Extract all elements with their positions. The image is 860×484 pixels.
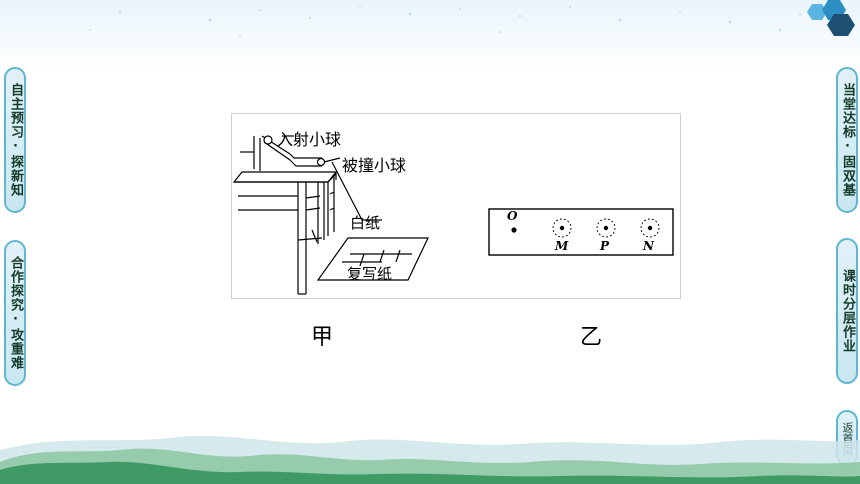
table-top [232,171,338,183]
point-n-label: N [643,239,654,253]
target-ball-label: 被撞小球 [342,156,407,175]
nav-tab-practice[interactable]: 当堂达标·固双基 [836,67,858,213]
paper-sheet [316,237,429,281]
point-n-circle [640,218,660,238]
header-band [0,0,860,70]
incident-ball-label: 入射小球 [277,130,342,149]
landscape-decoration [0,435,860,484]
figure-yi-caption: 乙 [580,325,603,350]
incident-ball-icon [263,135,273,145]
target-ball-icon [316,157,326,167]
point-m-label: M [555,239,569,253]
carbon-paper-label: 复写纸 [347,265,393,283]
point-o-label: O [507,209,518,223]
nav-tab-explore[interactable]: 合作探究·攻重难 [4,240,26,386]
nav-tab-preview[interactable]: 自主预习·探新知 [4,67,26,213]
point-p-label: P [600,239,610,253]
nav-tab-preview-label: 自主预习·探新知 [8,83,23,197]
landing-strip [488,208,674,256]
hexagon-logo-icon [807,0,855,36]
point-p-circle [596,218,616,238]
point-o-mark [511,227,517,233]
figure-jia-caption: 甲 [311,325,334,350]
apparatus-drawing [232,135,674,295]
nav-tab-homework-label: 课时分层作业 [840,269,855,353]
nav-tab-explore-label: 合作探究·攻重难 [8,256,23,370]
point-m-circle [552,218,572,238]
nav-tab-practice-label: 当堂达标·固双基 [840,83,855,197]
decorative-dots [89,5,801,37]
white-paper-label: 白纸 [350,214,381,232]
experiment-figure: 入射小球 被撞小球 白纸 复写纸 O M P N [231,113,681,299]
nav-tab-homework[interactable]: 课时分层作业 [836,238,858,384]
